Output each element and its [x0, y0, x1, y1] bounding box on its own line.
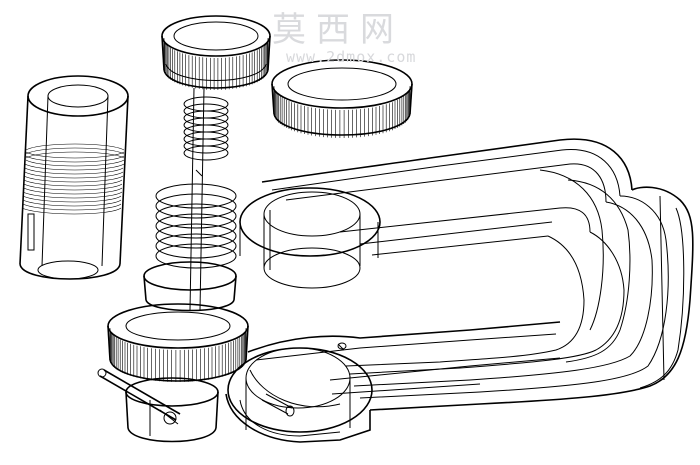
watermark-title: 莫西网 — [272, 10, 404, 50]
spring-coil — [183, 138, 229, 154]
base-disk — [143, 261, 237, 312]
sleeve-thread — [21, 143, 125, 215]
large-u-shaped-frame — [225, 138, 694, 443]
compression-spring-lower — [155, 183, 237, 269]
spring-coil — [155, 193, 237, 219]
handle-pin — [97, 368, 181, 425]
spring-coil — [155, 213, 237, 239]
compression-spring-upper — [183, 96, 229, 161]
spring-coil — [183, 145, 229, 161]
spring-coil — [155, 233, 237, 259]
swivel-pad — [125, 377, 219, 443]
spring-coil — [155, 183, 237, 209]
spring-coil — [155, 243, 237, 269]
spring-coil — [155, 223, 237, 249]
screw-shaft — [189, 87, 205, 311]
threaded-sleeve — [19, 75, 129, 280]
knurled-ring-top — [161, 15, 271, 90]
knurled-ring-bottom — [107, 303, 249, 382]
knurled-ring-right — [271, 59, 413, 138]
watermark-url: www.2dmox.com — [286, 48, 417, 66]
spring-coil — [155, 203, 237, 229]
